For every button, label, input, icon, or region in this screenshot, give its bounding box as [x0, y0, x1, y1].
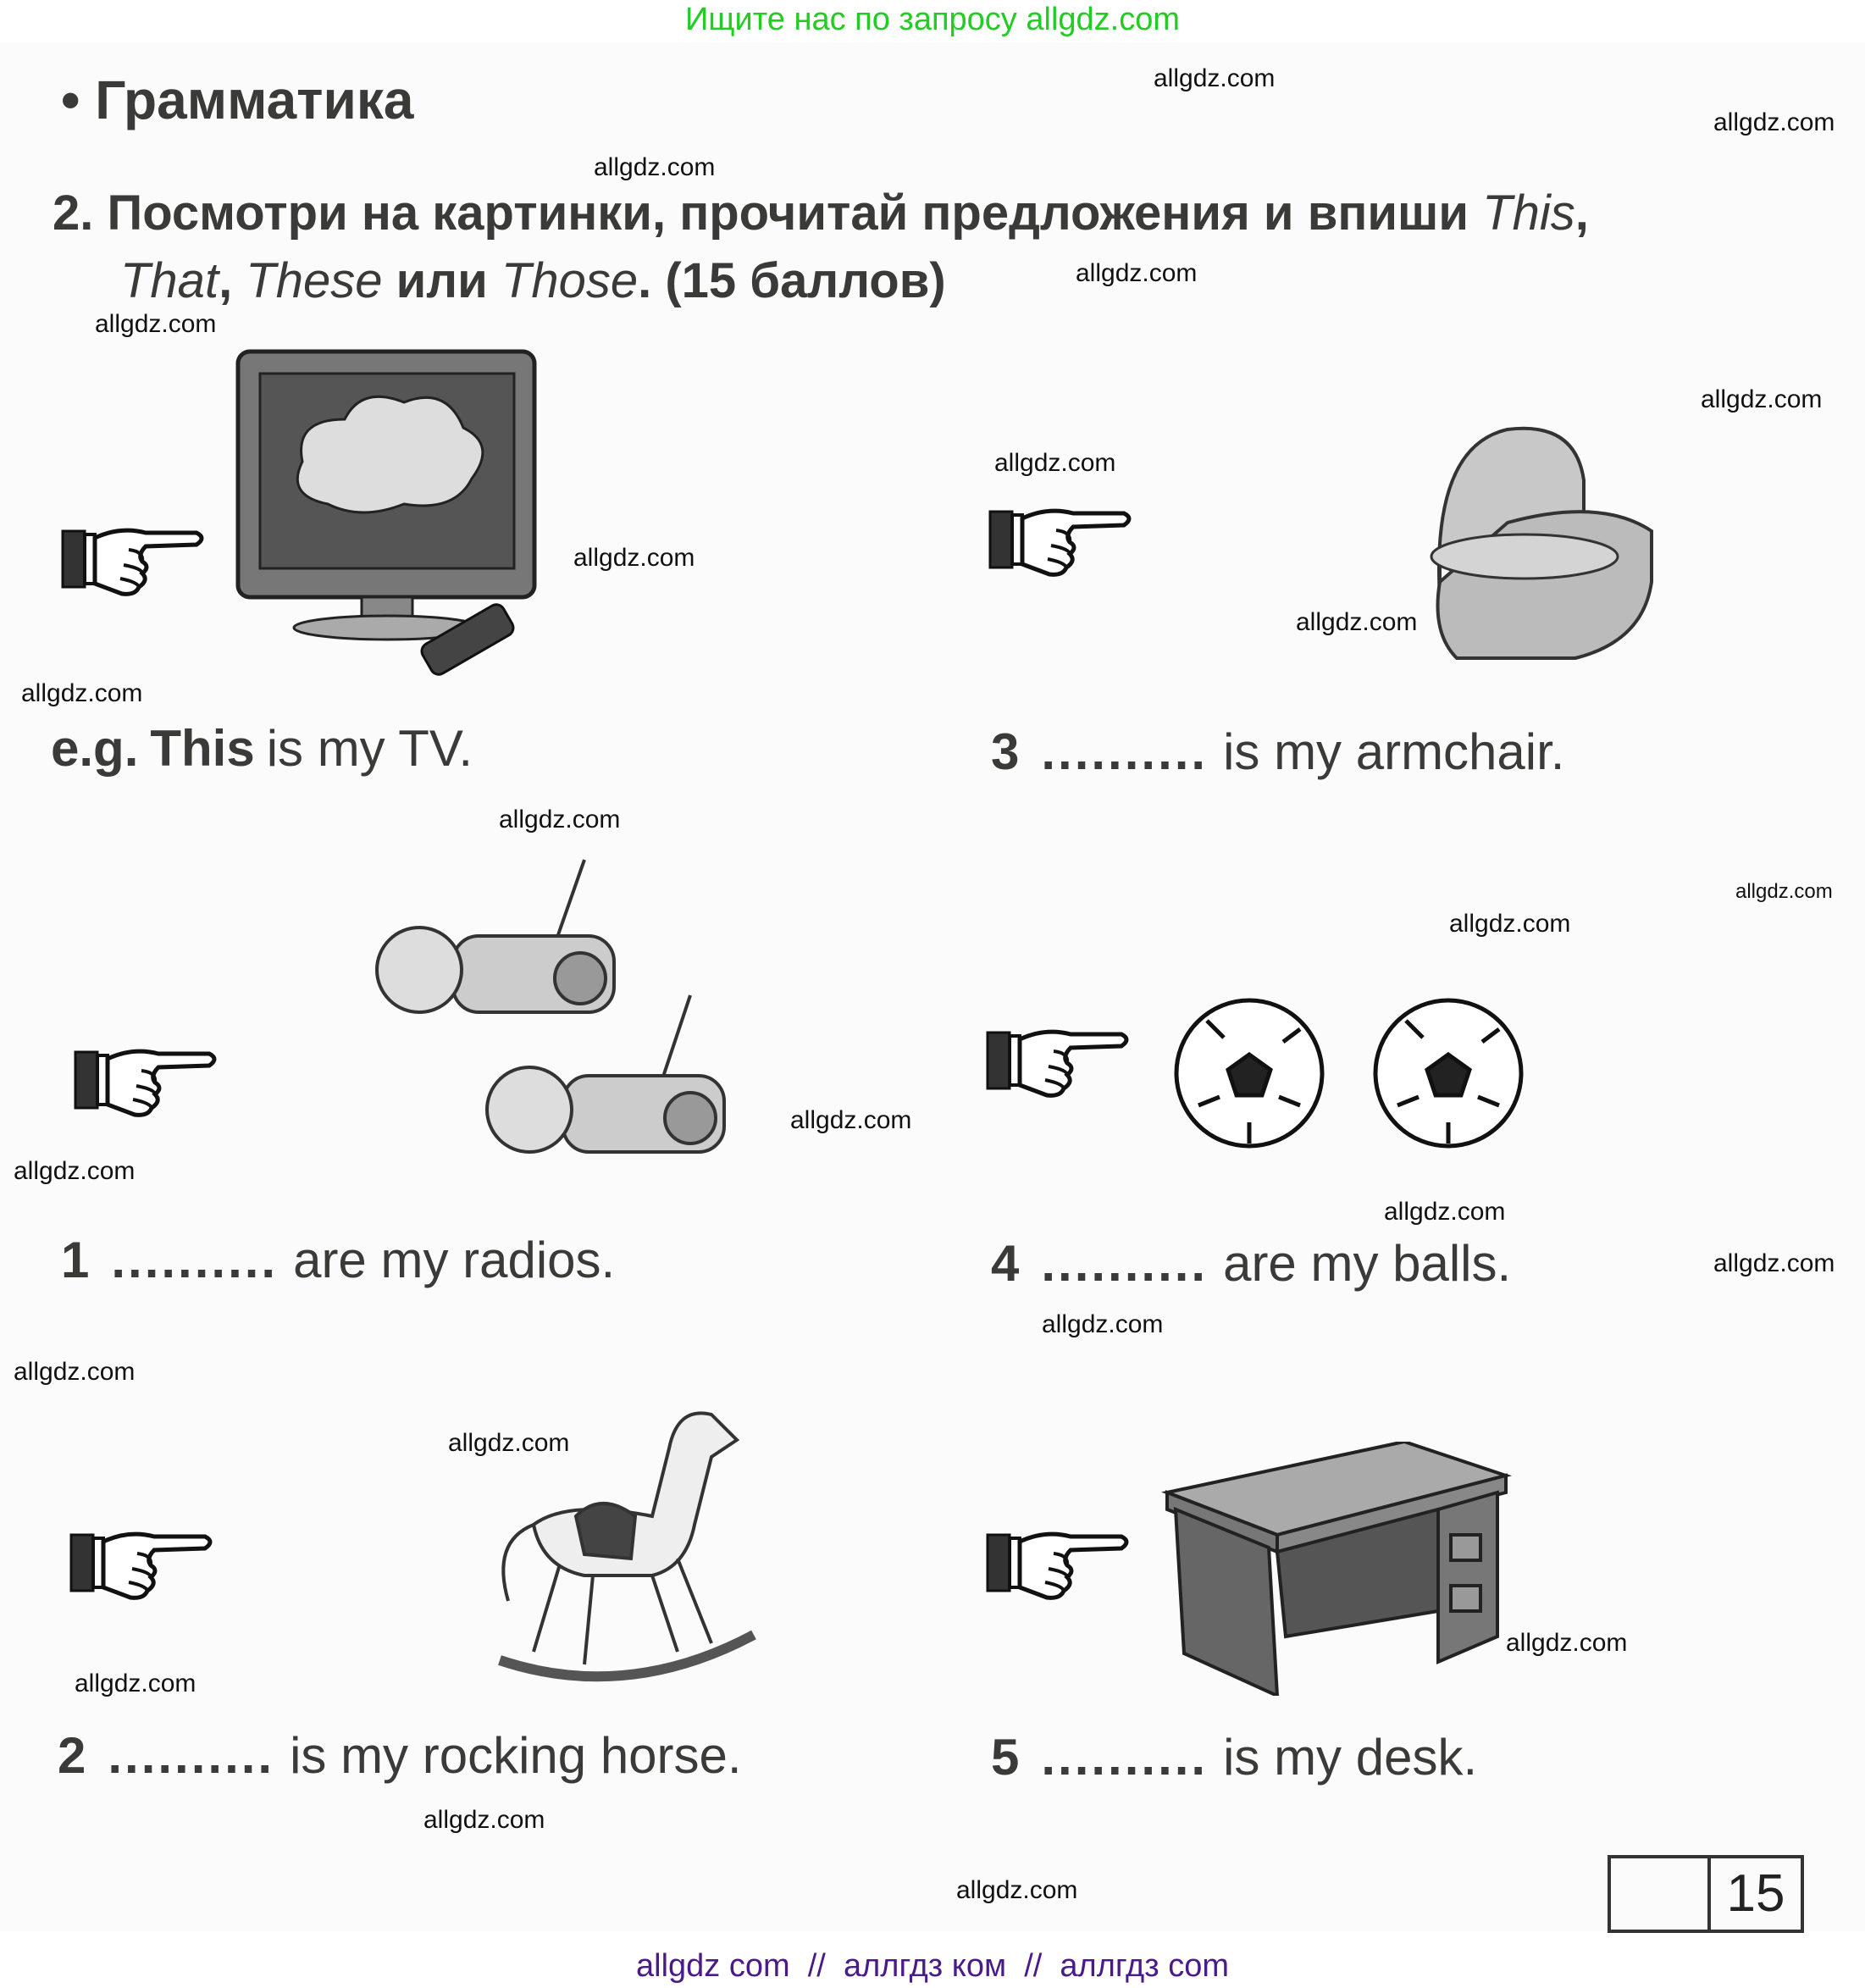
watermark: allgdz.com: [1701, 385, 1823, 413]
watermark: allgdz.com: [1296, 608, 1418, 636]
word-those: Those: [501, 253, 639, 308]
watermark: allgdz.com: [1449, 910, 1571, 938]
answer-blank[interactable]: ..........: [111, 1232, 279, 1288]
score-field[interactable]: [1611, 1858, 1707, 1930]
watermark: allgdz.com: [573, 544, 695, 572]
pointing-hand-icon: [74, 1042, 219, 1120]
example-answer: This: [150, 720, 255, 777]
watermark: allgdz.com: [1042, 1310, 1164, 1338]
watermark: allgdz.com: [448, 1429, 570, 1457]
watermark: allgdz.com: [1713, 1249, 1835, 1277]
answer-blank[interactable]: ..........: [108, 1727, 275, 1784]
watermark: allgdz.com: [594, 153, 716, 181]
sentence-text: are my radios.: [293, 1232, 616, 1288]
pointing-hand-icon: [986, 1525, 1131, 1603]
task-points: . (15 баллов): [638, 253, 946, 308]
item-label: 3: [991, 723, 1020, 780]
sentence-4: 4..........are my balls.: [991, 1233, 1511, 1294]
word-this: This: [1482, 186, 1575, 241]
sentence-text: is my armchair.: [1223, 723, 1565, 780]
pointing-hand-icon: [69, 1525, 214, 1603]
watermark: allgdz.com: [95, 310, 217, 338]
watermark: allgdz.com: [1506, 1629, 1628, 1657]
tv-illustration: [235, 349, 537, 676]
watermark: allgdz.com: [1713, 108, 1835, 136]
watermark: allgdz.com: [1154, 64, 1276, 92]
word-that: That: [120, 253, 219, 308]
answer-blank[interactable]: ..........: [1041, 723, 1209, 780]
item-label: 4: [991, 1235, 1020, 1292]
pointing-hand-icon: [988, 501, 1133, 579]
watermark: allgdz.com: [21, 679, 143, 707]
answer-blank[interactable]: ..........: [1041, 1235, 1209, 1292]
watermark: allgdz.com: [1735, 880, 1833, 903]
watermark: allgdz.com: [790, 1106, 912, 1134]
item-label: e.g.: [51, 720, 139, 777]
score-divider: [1707, 1858, 1711, 1930]
word-these: These: [246, 253, 383, 308]
sentence-text: is my desk.: [1223, 1729, 1478, 1786]
radios-illustration: [375, 859, 726, 1154]
max-score: 15: [1726, 1864, 1785, 1923]
sentence-5: 5..........is my desk.: [991, 1727, 1477, 1788]
watermark: allgdz.com: [1384, 1198, 1506, 1226]
answer-blank[interactable]: ..........: [1041, 1729, 1209, 1786]
task-instruction-line-1: 2. Посмотри на картинки, прочитай предло…: [53, 183, 1589, 244]
watermark: allgdz.com: [423, 1806, 545, 1834]
item-label: 5: [991, 1729, 1020, 1786]
punctuation: ,: [1574, 186, 1589, 241]
watermark: allgdz.com: [75, 1670, 196, 1697]
balls-illustration: [1174, 998, 1524, 1149]
watermark: allgdz.com: [994, 449, 1116, 477]
sentence-3: 3..........is my armchair.: [991, 722, 1564, 783]
pointing-hand-icon: [61, 521, 206, 599]
section-title: Грамматика: [95, 69, 414, 130]
task-number: 2.: [53, 186, 94, 241]
sentence-text: is my rocking horse.: [290, 1727, 742, 1784]
rocking-horse-illustration: [498, 1411, 756, 1682]
watermark: allgdz.com: [1076, 259, 1198, 287]
armchair-illustration: [1430, 426, 1653, 660]
task-text: или: [382, 253, 501, 308]
desk-illustration: [1161, 1442, 1513, 1696]
task-text: Посмотри на картинки, прочитай предложен…: [107, 186, 1483, 241]
score-box: 15: [1608, 1855, 1804, 1933]
watermark: allgdz.com: [499, 806, 621, 833]
punctuation: ,: [219, 253, 246, 308]
search-banner[interactable]: Ищите нас по запросу allgdz.com: [684, 2, 1180, 37]
footer-links[interactable]: allgdz com // аллгдз ком // аллгдз com: [636, 1948, 1229, 1984]
sentence-2: 2.......... is my rocking horse.: [58, 1725, 742, 1786]
watermark: allgdz.com: [14, 1157, 136, 1185]
watermark: allgdz.com: [956, 1876, 1078, 1904]
watermark: allgdz.com: [14, 1358, 136, 1386]
sentence-text: are my balls.: [1223, 1235, 1512, 1292]
bullet: •: [61, 69, 80, 130]
item-label: 2: [58, 1727, 86, 1784]
sentence-text: is my TV.: [266, 720, 473, 777]
task-instruction-line-2: That, These или Those. (15 баллов): [120, 251, 946, 312]
pointing-hand-icon: [986, 1022, 1131, 1100]
item-label: 1: [61, 1232, 90, 1288]
sentence-1: 1..........are my radios.: [61, 1230, 615, 1291]
section-heading: • Грамматика: [61, 66, 413, 134]
